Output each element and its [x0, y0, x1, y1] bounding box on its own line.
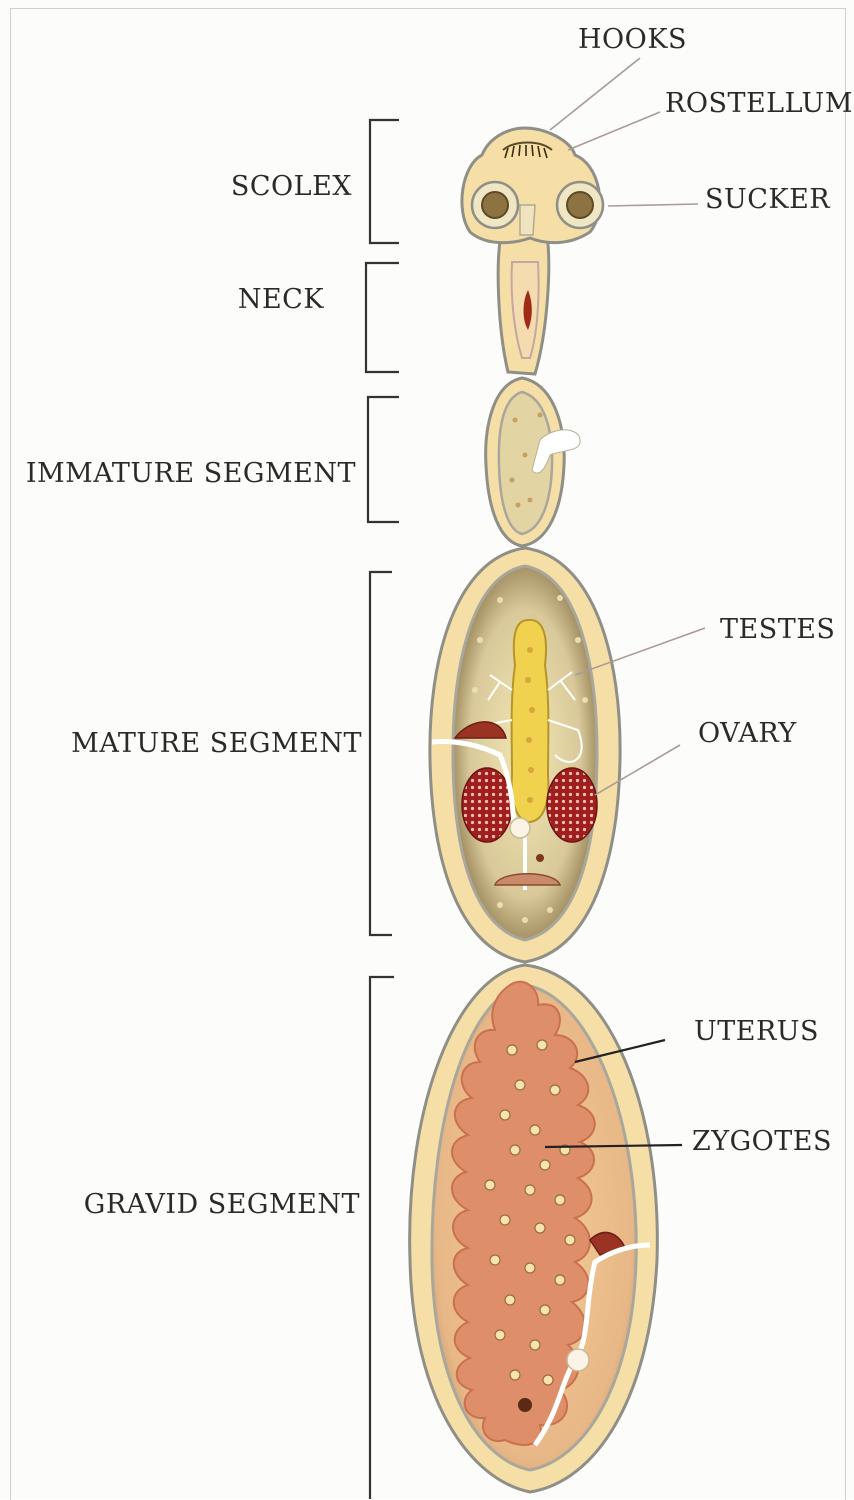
ovary-left: [462, 768, 512, 842]
label-sucker: SUCKER: [705, 184, 830, 215]
immature-segment: [486, 378, 580, 546]
mature-segment: [430, 548, 620, 962]
label-rostellum: ROSTELLUM: [665, 88, 853, 119]
label-scolex: SCOLEX: [231, 171, 352, 202]
label-mature-segment: MATURE SEGMENT: [71, 728, 362, 759]
label-uterus: UTERUS: [694, 1016, 819, 1047]
label-immature-segment: IMMATURE SEGMENT: [26, 458, 356, 489]
label-hooks: HOOKS: [578, 24, 687, 55]
hooks-leader: [550, 58, 640, 130]
label-ovary: OVARY: [698, 718, 797, 749]
label-gravid-segment: GRAVID SEGMENT: [84, 1189, 360, 1220]
sucker-left: [472, 182, 518, 228]
gravid-bracket: [370, 977, 394, 1499]
neck: [498, 230, 549, 374]
gravid-segment: [410, 965, 658, 1492]
rostellum-leader: [568, 112, 660, 150]
neck-bracket: [366, 263, 399, 372]
label-testes: TESTES: [720, 614, 835, 645]
scolex-bracket: [370, 120, 399, 243]
scolex: [462, 128, 603, 243]
label-neck: NECK: [238, 284, 324, 315]
ovary-right: [547, 768, 597, 842]
label-zygotes: ZYGOTES: [692, 1126, 832, 1157]
immature-bracket: [368, 397, 399, 522]
mature-bracket: [370, 572, 392, 935]
sucker-leader: [608, 204, 698, 206]
sucker-right: [557, 182, 603, 228]
